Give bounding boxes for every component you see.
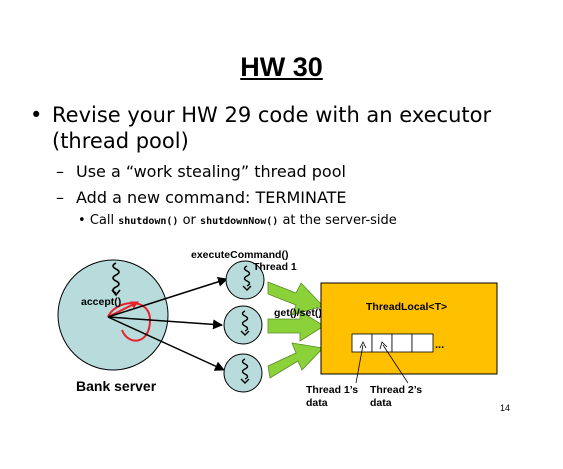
dispatch-arrow-1 <box>107 276 228 318</box>
thread1-data-label-line2: data <box>306 397 328 409</box>
thread-3-arrowhead-icon <box>240 378 250 384</box>
server-side-text: at the server-side <box>282 213 397 228</box>
code-shutdown-now: shutdownNow() <box>200 216 279 227</box>
dispatch-arrow-3 <box>107 316 225 371</box>
page-number: 14 <box>500 403 511 413</box>
sub-sub-bullet: • Call shutdown() or shutdownNow() at th… <box>78 213 548 230</box>
execute-command-label: executeCommand() <box>191 249 288 261</box>
sub-bullet-1: –Use a “work stealing” thread pool <box>56 162 536 182</box>
green-arrow-2 <box>267 310 325 342</box>
bank-server-label: Bank server <box>76 378 157 394</box>
thread1-data-label-line1: Thread 1’s <box>306 384 358 396</box>
thread-2-arrowhead-icon <box>240 330 250 336</box>
server-thread-squiggle-icon <box>112 262 120 294</box>
call-text: Call <box>89 213 115 228</box>
server-thread-arrowhead-icon <box>111 289 121 297</box>
dash-icon: – <box>56 188 64 207</box>
main-bullet: • Revise your HW 29 code with an executo… <box>30 102 530 154</box>
thread2-data-label-line1: Thread 2’s <box>370 384 422 396</box>
thread1-pointer-head-icon <box>359 341 367 349</box>
dispatch-arrow-2 <box>107 316 223 330</box>
thread2-data-pointer <box>382 344 409 384</box>
accept-loop-arrow-icon <box>107 301 139 318</box>
thread2-data-label-line2: data <box>370 397 392 409</box>
dash-icon: – <box>56 162 64 181</box>
green-arrow-1 <box>267 281 324 316</box>
thread-local-box <box>320 282 498 375</box>
sub-bullet-2-text: Add a new command: TERMINATE <box>76 188 347 207</box>
storage-cell-3 <box>391 333 413 353</box>
bullet-dot-icon: • <box>30 103 43 127</box>
main-bullet-text: Revise your HW 29 code with an executor … <box>52 103 492 153</box>
sub-bullet-2: –Add a new command: TERMINATE <box>56 188 536 208</box>
accept-label: accept() <box>81 296 121 308</box>
thread1-data-pointer <box>355 344 364 384</box>
green-arrow-3 <box>267 342 324 379</box>
thread-3-squiggle-icon <box>241 358 249 380</box>
slide-title: HW 30 <box>240 52 323 82</box>
code-shutdown: shutdown() <box>118 216 179 227</box>
thread-1-arrowhead-icon <box>242 285 252 291</box>
thread-1-squiggle-icon <box>243 265 251 287</box>
get-set-label: get()/set() <box>274 307 322 319</box>
cells-ellipsis: ... <box>435 339 444 351</box>
thread2-pointer-head-icon <box>379 341 388 350</box>
bullet-dot-icon: • <box>78 213 86 228</box>
storage-cell-4 <box>411 333 434 353</box>
thread1-label: Thread 1 <box>253 261 297 273</box>
sub-bullet-1-text: Use a “work stealing” thread pool <box>76 162 346 181</box>
thread-local-label: ThreadLocal<T> <box>366 301 447 313</box>
thread-2-squiggle-icon <box>241 310 249 332</box>
or-text: or <box>182 213 196 228</box>
